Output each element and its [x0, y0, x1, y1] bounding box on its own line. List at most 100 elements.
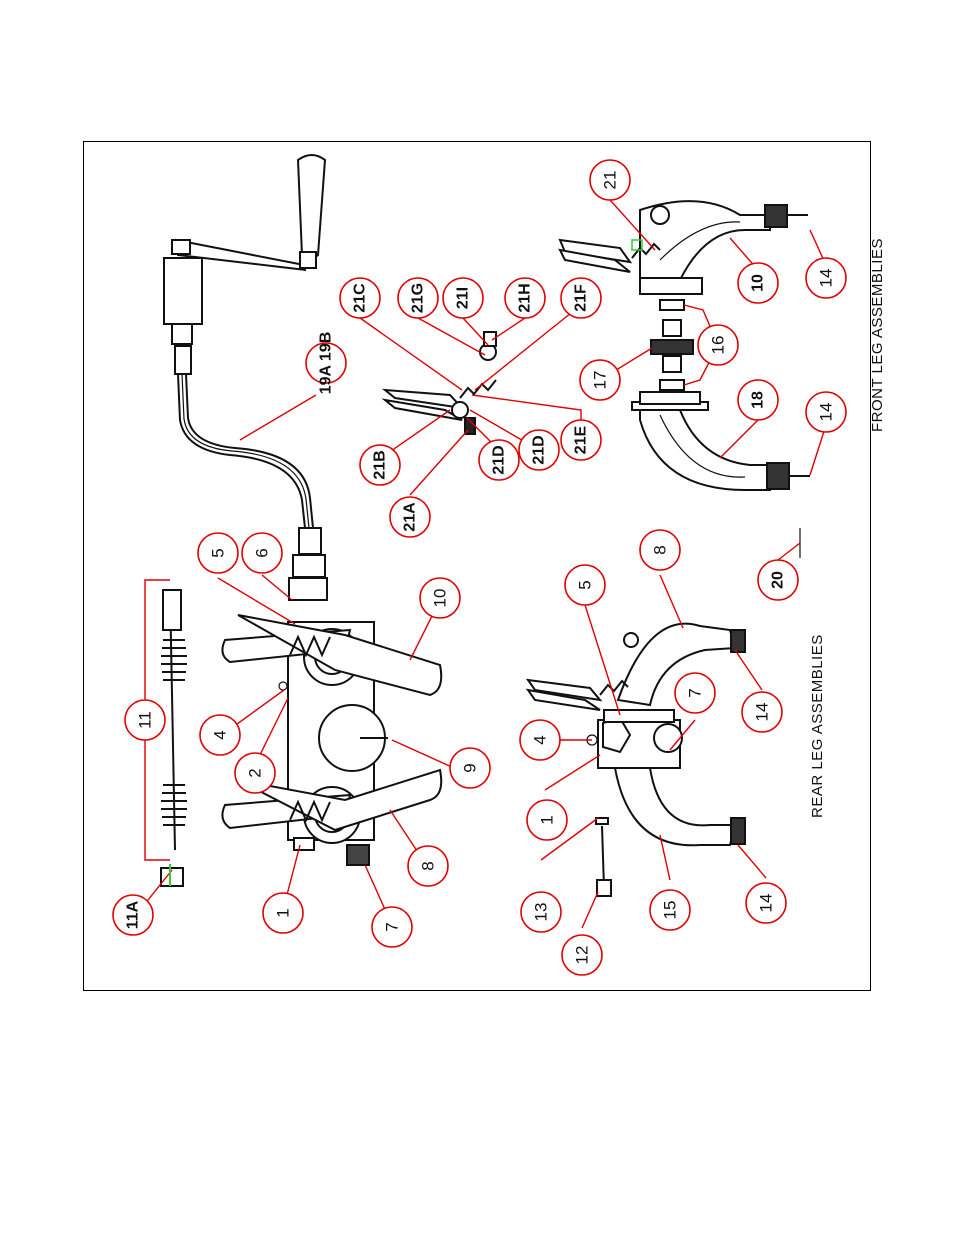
balloon-label: 7 [383, 922, 402, 931]
balloon-label: 17 [591, 371, 610, 390]
balloon-8a: 8 [407, 845, 449, 887]
balloon-label: 13 [532, 903, 551, 922]
balloon-17: 17 [579, 359, 621, 401]
balloon-label: 14 [753, 703, 772, 722]
balloon-21c: 21C [339, 277, 381, 319]
balloon-circle [371, 906, 413, 948]
balloon-circle [737, 379, 779, 421]
drawing-border [83, 141, 871, 991]
balloon-label: 9 [461, 763, 480, 772]
balloon-circle [560, 277, 602, 319]
balloon-21f: 21F [560, 277, 602, 319]
balloon-circle [389, 496, 431, 538]
balloon-label: 21D [491, 445, 508, 474]
balloon-label: 8 [419, 861, 438, 870]
balloon-circle [561, 934, 603, 976]
balloon-circle [305, 342, 347, 384]
balloon-circle [197, 532, 239, 574]
balloon-4a: 4 [199, 714, 241, 756]
balloon-label: 19A 19B [318, 332, 335, 395]
balloon-circle [339, 277, 381, 319]
balloon-label: 15 [661, 901, 680, 920]
balloon-circle [737, 262, 779, 304]
balloon-label: 11 [136, 711, 155, 729]
balloon-label: 5 [576, 580, 595, 589]
balloon-label: 21D [531, 435, 548, 464]
balloon-circle [241, 532, 283, 574]
balloon-circle [419, 577, 461, 619]
balloon-circle [478, 439, 520, 481]
rear-leg-title: REAR LEG ASSEMBLIES [809, 634, 826, 818]
front-leg-lower [631, 391, 810, 558]
balloon-20: 20 [757, 559, 799, 601]
balloon-label: 6 [253, 548, 272, 557]
balloon-label: 18 [750, 391, 767, 409]
front-leg-title: FRONT LEG ASSEMBLIES [869, 238, 886, 432]
balloon-18: 18 [737, 379, 779, 421]
crank-handle [163, 154, 327, 375]
balloon-21a: 21A [389, 496, 431, 538]
balloon-circle [262, 892, 304, 934]
balloon-6: 6 [241, 532, 283, 574]
balloon-label: 21C [352, 283, 369, 313]
balloon-9: 9 [449, 747, 491, 789]
balloon-14a: 14 [805, 257, 847, 299]
balloon-21h: 21H [504, 277, 546, 319]
balloon-circle [674, 672, 716, 714]
balloon-circle [526, 799, 568, 841]
balloon-circle [745, 882, 787, 924]
balloon-21g: 21G [397, 277, 439, 319]
cable-assembly [160, 589, 187, 887]
balloon-label: 21I [455, 287, 472, 309]
balloon-19a19b: 19A 19B [305, 332, 347, 395]
balloon-label: 21A [402, 502, 419, 532]
balloon-circle [359, 444, 401, 486]
balloon-14d: 14 [745, 882, 787, 924]
rear-leg-assembly [525, 622, 746, 897]
balloon-13: 13 [520, 891, 562, 933]
main-body-assembly [221, 614, 443, 866]
front-leg-upper [558, 200, 808, 295]
front-connector [650, 299, 694, 391]
balloon-label: 14 [757, 894, 776, 913]
balloon-5a: 5 [197, 532, 239, 574]
balloon-label: 16 [709, 336, 728, 355]
balloon-7b: 7 [674, 672, 716, 714]
balloon-label: 12 [573, 946, 592, 965]
balloon-label: 11A [125, 900, 142, 929]
balloon-14c: 14 [741, 691, 783, 733]
balloon-label: 21E [573, 425, 590, 454]
balloon-label: 7 [686, 688, 705, 697]
balloon-14b: 14 [805, 391, 847, 433]
balloon-1a: 1 [262, 892, 304, 934]
balloon-21: 21 [589, 159, 631, 201]
balloon-label: 8 [651, 545, 670, 554]
balloon-label: 14 [817, 403, 836, 422]
balloon-15: 15 [649, 889, 691, 931]
balloon-circle [697, 324, 739, 366]
balloon-circle [442, 277, 484, 319]
leader-lines [139, 199, 827, 929]
balloon-circle [407, 845, 449, 887]
balloon-16: 16 [697, 324, 739, 366]
balloon-21b: 21B [359, 444, 401, 486]
balloon-10b: 10 [737, 262, 779, 304]
balloon-10a: 10 [419, 577, 461, 619]
balloon-11a: 11A [112, 894, 154, 936]
balloon-label: 1 [274, 908, 293, 917]
balloon-circle [112, 894, 154, 936]
balloon-8b: 8 [639, 529, 681, 571]
balloon-label: 21B [372, 450, 389, 479]
balloon-21e: 21E [560, 419, 602, 461]
balloon-label: 10 [431, 589, 450, 608]
balloon-circle [564, 564, 606, 606]
balloon-label: 10 [750, 274, 767, 292]
balloon-circle [805, 257, 847, 299]
balloon-circle [560, 419, 602, 461]
balloon-circle [589, 159, 631, 201]
balloon-label: 2 [246, 768, 265, 777]
balloon-circle [199, 714, 241, 756]
balloon-circle [518, 429, 560, 471]
